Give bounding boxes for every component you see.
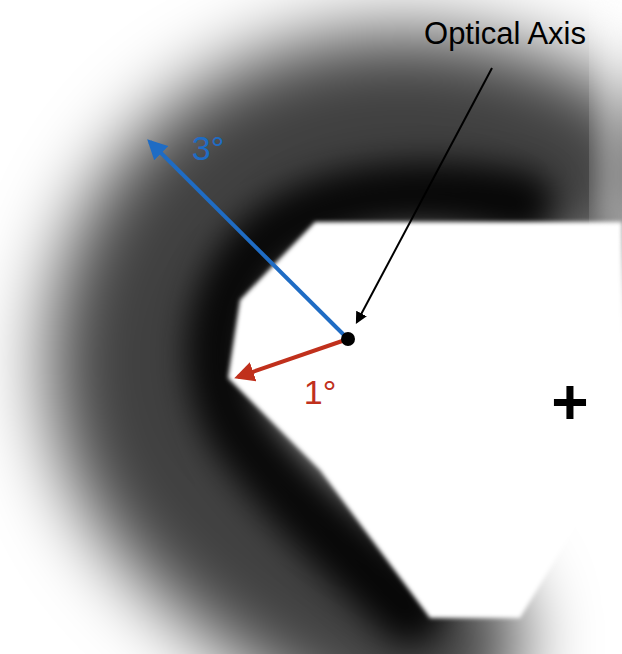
optical-axis-dot [341,332,355,346]
callout-label: Optical Axis [424,18,586,49]
white-field [228,222,622,618]
field-arrow-1deg [238,339,348,377]
leader-line [357,68,492,322]
angle-label: 3° [192,131,225,165]
center-mark: + [551,370,588,434]
fade-right [600,0,622,230]
angle-label: 1° [304,375,337,409]
field-arrow-3deg [150,142,348,339]
